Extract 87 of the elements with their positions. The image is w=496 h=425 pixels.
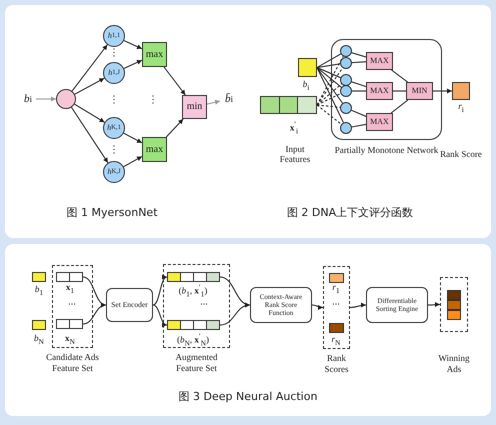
column-label: Input Features (278, 145, 312, 165)
figure-caption: 图 2 DNA上下文评分函数 (286, 206, 414, 220)
feature-vector (56, 272, 83, 282)
connector-line (316, 53, 342, 68)
ellipsis-mark: ⋮ (109, 94, 119, 106)
arrow (432, 88, 452, 94)
feature-vector (260, 96, 317, 114)
node-caption: (b$_{1}$, x$^{′}$$_{1}$) (178, 283, 208, 299)
bid-square (32, 272, 46, 282)
connector-line (316, 104, 342, 125)
ellipsis-mark: ⋮ (148, 94, 158, 106)
figure-caption: 图 1 MyersonNet (66, 206, 158, 220)
connector-line (391, 70, 408, 82)
connector-line (351, 110, 366, 117)
arrow (206, 100, 220, 105)
ad-block (447, 290, 461, 300)
operator-box: MAX (366, 52, 393, 70)
node-caption: r$_{i}$ (458, 102, 464, 114)
connector-line (352, 61, 366, 64)
group-title: Rank Scores (324, 353, 350, 375)
group-title: Partially Monotone Network (334, 145, 440, 156)
ellipsis-mark: ⋮ (109, 48, 119, 58)
connector-line (316, 67, 342, 88)
node-caption: b$_{N}$ (34, 334, 44, 346)
ellipsis-mark: ... (68, 296, 76, 308)
group-title: Candidate Ads Feature Set (45, 352, 100, 374)
ellipsis-mark: ... (200, 296, 208, 308)
connector-line (316, 63, 341, 68)
operator-box: min (182, 95, 207, 119)
bid-square (32, 320, 46, 330)
arrow (74, 104, 106, 123)
arrow (166, 118, 184, 138)
operator-box: max (142, 42, 167, 67)
connector-line (352, 90, 366, 92)
arrow (123, 156, 142, 168)
connector-line (316, 93, 342, 106)
arrow (82, 303, 106, 324)
node-caption: x$_{1}$ (66, 282, 74, 296)
arrow (124, 40, 142, 50)
arrow (350, 302, 366, 308)
connector-line (351, 124, 366, 128)
arrow (220, 303, 250, 326)
node-caption: x$_{N}$ (65, 334, 75, 346)
connector-line (316, 67, 344, 124)
operator-box: MIN (406, 82, 433, 100)
arrow (72, 44, 108, 92)
connector-line (316, 104, 341, 108)
bid-square (298, 58, 317, 77)
node-caption: r$_{1}$ (332, 282, 340, 296)
node-caption: r$_{N}$ (332, 334, 340, 348)
operator-box: max (142, 137, 167, 162)
arrow (71, 106, 108, 164)
connector-line (351, 81, 366, 88)
node-caption: (b$_{N}$, x$^{′}$$_{N}$) (177, 332, 209, 348)
operator-box: MAX (366, 113, 393, 131)
connector-line (390, 100, 408, 114)
connector-line (316, 56, 344, 106)
column-label: Rank Score (439, 150, 483, 160)
connector-line (392, 90, 406, 92)
score-square (452, 82, 470, 100)
node-caption: b$_{i}$ (302, 80, 310, 92)
arrow (164, 66, 186, 96)
ellipsis-mark: ... (332, 296, 340, 308)
feature-vector (167, 272, 220, 282)
arrow (74, 78, 105, 95)
group-title: Augmented Feature Set (174, 352, 218, 374)
score-square (329, 323, 344, 333)
feature-vector (56, 319, 83, 329)
operator-box: MAX (366, 82, 393, 100)
arrow (428, 302, 440, 308)
node-caption: b$_{1}$ (34, 284, 44, 298)
ellipsis-mark: ⋮ (109, 144, 119, 156)
arrow (124, 60, 142, 69)
arrow (36, 96, 56, 102)
score-square (329, 273, 344, 283)
connector-line (316, 83, 342, 106)
ad-block (447, 300, 461, 310)
arrow (312, 304, 324, 310)
ad-block (447, 310, 461, 320)
connector-line (351, 52, 366, 58)
arrow (123, 132, 142, 144)
arrow (152, 276, 168, 306)
connector-line (316, 67, 341, 78)
figure-caption: 图 3 Deep Neural Auction (178, 390, 318, 404)
feature-vector (167, 320, 220, 330)
group-title: Winning Ads (437, 353, 471, 375)
arrow (152, 304, 168, 326)
